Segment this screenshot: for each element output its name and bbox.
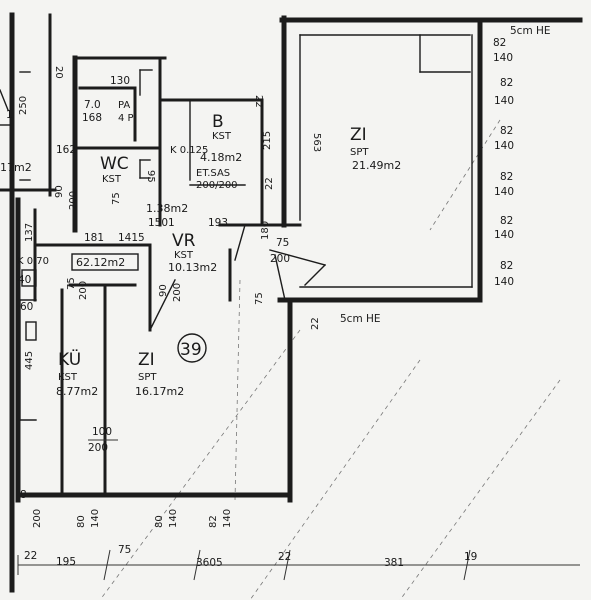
room-name-vr: VR: [172, 231, 196, 251]
dim-200e: 200: [88, 442, 108, 454]
room-area-vr: 10.13m2: [168, 261, 217, 274]
walls: [0, 12, 583, 593]
room-area-b: 4.18m2: [200, 151, 242, 164]
window-dim-82: 82: [500, 125, 513, 137]
dim-90a: 90: [54, 185, 65, 198]
dim-215: 215: [262, 131, 273, 150]
etsas-label: ET.SAS: [196, 168, 230, 179]
window-dim-82: 82: [500, 260, 513, 272]
dim-r19: 19: [464, 551, 477, 563]
dim-r75: 75: [118, 544, 131, 556]
dim-140a: 140: [90, 509, 101, 528]
room-dim-zi-large: 563: [311, 133, 322, 152]
window-dim-140: 140: [494, 276, 514, 288]
room-floor-ku: KST: [58, 372, 78, 383]
dim-22b: 22: [264, 177, 275, 190]
window-dims-stack: 82 140 82 140 82 140 82 140 82 140: [494, 77, 514, 288]
room-area-zi-small: 16.17m2: [135, 385, 184, 398]
dim-180: 180: [260, 221, 271, 240]
dim-22a: 22: [253, 95, 264, 108]
window-dim-140: 140: [494, 229, 514, 241]
dim-80a: 80: [76, 515, 87, 528]
window-dim-top-2: 140: [493, 52, 513, 64]
room-k-b: K 0.125: [170, 145, 208, 156]
dim-r22b: 22: [278, 551, 291, 563]
dim-8: 8: [20, 489, 27, 501]
dim-1415: 1415: [118, 232, 145, 244]
room-floor-zi-small: SPT: [138, 372, 157, 383]
dim-200d: 200: [172, 283, 183, 302]
dim-200f: 200: [32, 509, 43, 528]
dim-140c: 140: [222, 509, 233, 528]
dim-75a: 75: [111, 192, 122, 205]
dim-40: 40: [18, 274, 31, 286]
room-floor-wc: KST: [102, 174, 122, 185]
dim-r381: 381: [384, 557, 404, 569]
window-dim-140: 140: [494, 186, 514, 198]
etsas-size: 200/200: [196, 180, 238, 191]
window-dim-82: 82: [500, 171, 513, 183]
dim-1: 1: [6, 109, 13, 121]
dim-137: 137: [24, 223, 35, 242]
room-d-pa: 168: [82, 112, 102, 124]
dim-80b: 80: [154, 515, 165, 528]
window-dim-140: 140: [494, 140, 514, 152]
room-name-b: B: [212, 112, 224, 132]
window-dim-82: 82: [500, 77, 513, 89]
dim-200a: 200: [68, 191, 79, 210]
dim-200c: 200: [78, 281, 89, 300]
dim-60: 60: [20, 301, 33, 313]
unit-number-circle: [177, 333, 207, 363]
dim-140b: 140: [168, 509, 179, 528]
room-w-pa: 7.0: [84, 99, 101, 111]
room-area-ku: 8.77m2: [56, 385, 98, 398]
dim-75b: 75: [276, 237, 289, 249]
bottom-dimension-line: 22 195 75 3605 22 381 19: [17, 544, 580, 581]
room-k-ku: K 0.70: [17, 256, 49, 267]
room-name-zi-small: ZI: [138, 350, 155, 370]
room-floor-vr: KST: [174, 250, 194, 261]
he-label-mid: 5cm HE: [340, 313, 381, 325]
room-name-wc: WC: [100, 154, 129, 174]
dim-r3605: 3605: [196, 557, 223, 569]
interior-dimensions: 20 250 162 130 90 200 75 95 181 1415 150…: [6, 66, 321, 501]
closet-area: 1.38m2: [146, 202, 188, 215]
dim-95: 95: [145, 170, 156, 183]
room-name-pa: PA: [118, 100, 130, 111]
dim-1501: 1501: [148, 217, 175, 229]
dim-22c: 22: [310, 317, 321, 330]
dim-82: 82: [208, 515, 219, 528]
dim-445: 445: [24, 351, 35, 370]
room-area-zi-large: 21.49m2: [352, 159, 401, 172]
dim-75d: 75: [254, 292, 265, 305]
unit-number: 39: [180, 340, 202, 360]
background-hatch: [99, 119, 561, 600]
dim-181: 181: [84, 232, 104, 244]
room-name-zi-large: ZI: [350, 125, 367, 145]
room-floor-zi-large: SPT: [350, 147, 369, 158]
hall-niche-area: 62.12m2: [76, 256, 125, 269]
left-area-label: 17m2: [0, 161, 32, 174]
dim-250: 250: [18, 96, 29, 115]
room-floor-b: KST: [212, 131, 232, 142]
dim-162: 162: [56, 144, 76, 156]
dim-r22: 22: [24, 550, 37, 562]
dim-200b: 200: [270, 253, 290, 265]
window-dim-82: 82: [500, 215, 513, 227]
bottom-window-dims: 200 80 140 80 140 82 140: [32, 509, 233, 528]
door-swings: [104, 224, 286, 496]
dim-193: 193: [208, 217, 228, 229]
he-label-top: 5cm HE: [510, 25, 551, 37]
dim-90b: 90: [158, 284, 169, 297]
dim-100: 100: [92, 426, 112, 438]
dim-75c: 75: [66, 277, 77, 290]
window-dim-140: 140: [494, 95, 514, 107]
window-dim-top-1: 82: [493, 37, 506, 49]
dim-20: 20: [53, 66, 64, 79]
dim-130: 130: [110, 75, 130, 87]
room-name-ku: KÜ: [58, 348, 81, 370]
room-size-pa: 4 P: [118, 113, 134, 124]
dim-r195: 195: [56, 556, 76, 568]
